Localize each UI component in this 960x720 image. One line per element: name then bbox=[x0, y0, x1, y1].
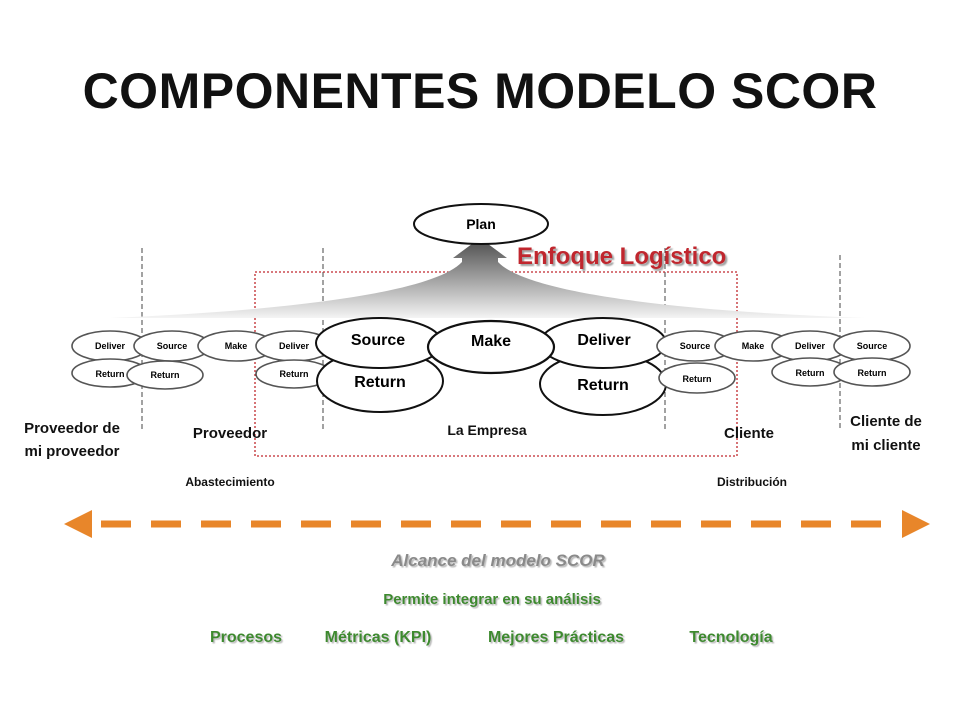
item-mejores-practicas: Mejores Prácticas bbox=[488, 629, 624, 646]
permite-label: Permite integrar en su análisis bbox=[383, 591, 601, 608]
return-ellipse bbox=[658, 362, 736, 394]
return-ellipse bbox=[833, 357, 911, 387]
empresa-processes: Return Return Source Deliver Make bbox=[315, 317, 667, 416]
item-tecnologia: Tecnología bbox=[689, 629, 772, 646]
mi-cliente-label: mi cliente bbox=[851, 437, 920, 454]
distribucion-label: Distribución bbox=[717, 475, 787, 489]
abastecimiento-label: Abastecimiento bbox=[185, 475, 274, 489]
empresa-source-label: Source bbox=[351, 332, 405, 349]
return-label: Return bbox=[796, 368, 825, 378]
return-label: Return bbox=[683, 374, 712, 384]
cliente-processes: Return Source Make Deliver Return bbox=[656, 330, 849, 394]
return-label: Return bbox=[858, 368, 887, 378]
la-empresa-label: La Empresa bbox=[447, 422, 527, 438]
alcance-label: Alcance del modelo SCOR bbox=[390, 551, 605, 570]
cliente-de-label: Cliente de bbox=[850, 413, 922, 430]
return-label: Return bbox=[151, 370, 180, 380]
alcance-arrow bbox=[64, 510, 930, 538]
arrow-left-icon bbox=[64, 510, 92, 538]
cliente-de-mi-cliente-processes: Source Return bbox=[833, 330, 911, 387]
make-label: Make bbox=[225, 341, 248, 351]
plan-ellipse bbox=[413, 203, 549, 245]
return-label: Return bbox=[96, 369, 125, 379]
proveedor-de-label: Proveedor de bbox=[24, 420, 120, 437]
slide-title: COMPONENTES MODELO SCOR bbox=[82, 63, 878, 119]
enfoque-label: Enfoque Logístico bbox=[517, 243, 726, 270]
item-metricas: Métricas (KPI) bbox=[325, 629, 432, 646]
proveedor-label: Proveedor bbox=[193, 425, 267, 442]
plan-label: Plan bbox=[466, 216, 496, 232]
plan-roof bbox=[110, 238, 865, 318]
source-label: Source bbox=[680, 341, 711, 351]
empresa-return-right-label: Return bbox=[577, 377, 629, 394]
proveedor-processes: Source Return Make Deliver Return bbox=[126, 330, 333, 390]
return-label: Return bbox=[280, 369, 309, 379]
cliente-label: Cliente bbox=[724, 425, 774, 442]
empresa-make-label: Make bbox=[471, 333, 511, 350]
deliver-label: Deliver bbox=[279, 341, 310, 351]
deliver-label: Deliver bbox=[95, 341, 126, 351]
empresa-make-ellipse bbox=[426, 319, 556, 375]
source-label: Source bbox=[157, 341, 188, 351]
mi-proveedor-label: mi proveedor bbox=[24, 443, 119, 460]
item-procesos: Procesos bbox=[210, 629, 282, 646]
source-label: Source bbox=[857, 341, 888, 351]
empresa-return-left-label: Return bbox=[354, 374, 406, 391]
empresa-deliver-label: Deliver bbox=[577, 332, 630, 349]
return-ellipse bbox=[126, 360, 204, 390]
arrow-right-icon bbox=[902, 510, 930, 538]
deliver-label: Deliver bbox=[795, 341, 826, 351]
make-label: Make bbox=[742, 341, 765, 351]
